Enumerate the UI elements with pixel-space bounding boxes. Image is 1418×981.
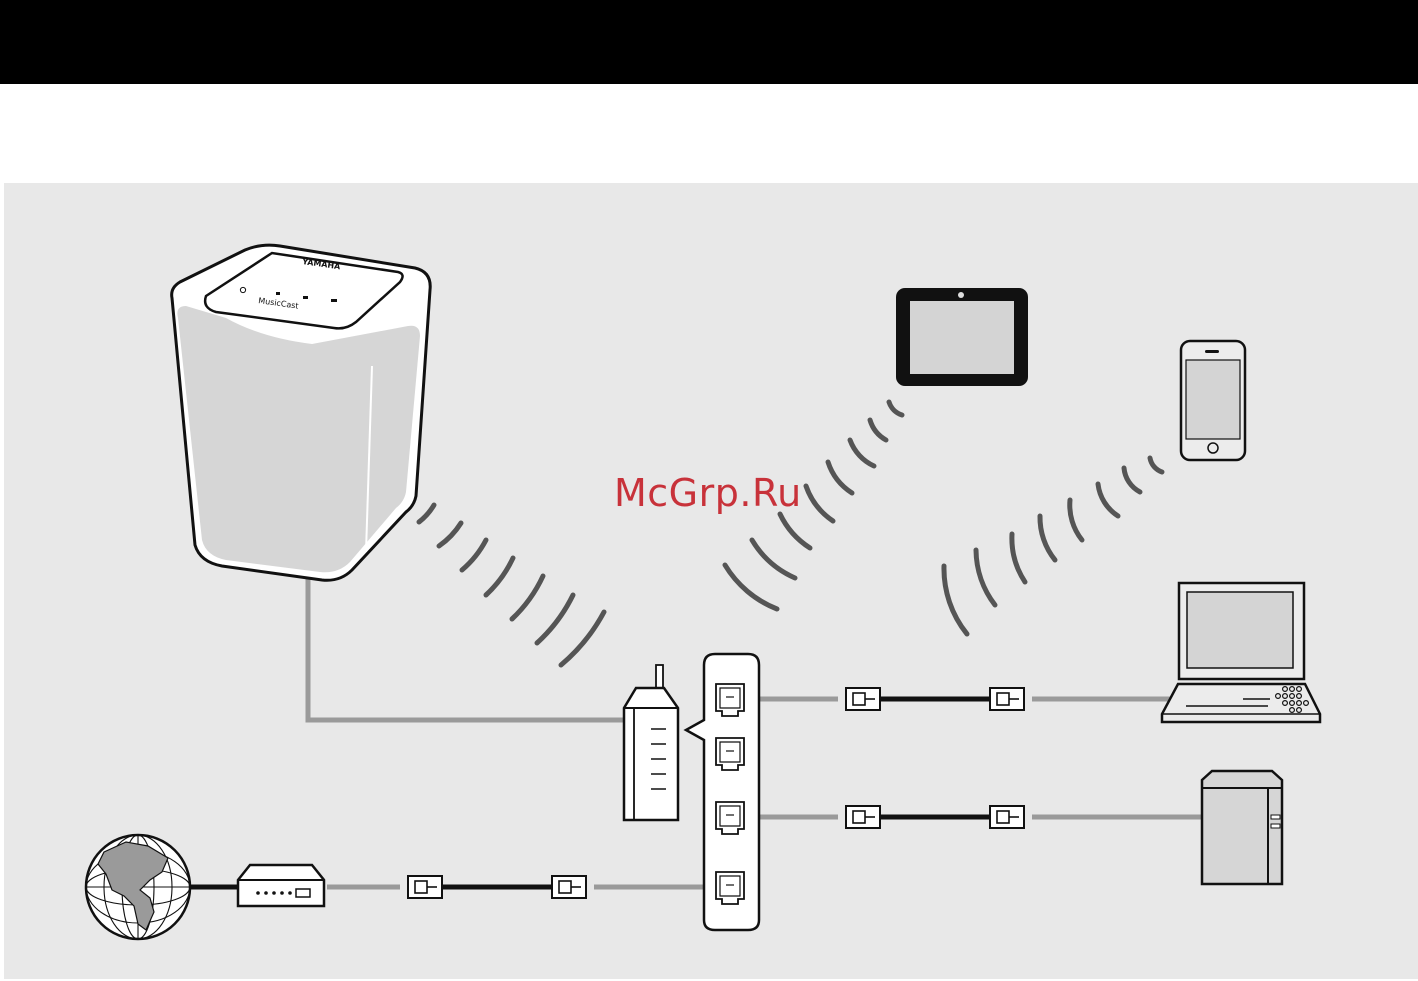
globe-icon — [86, 835, 190, 939]
rj45-plug-icon — [408, 876, 442, 898]
rj45-plug-icon — [846, 688, 880, 710]
wireless-speaker-icon: YAMAHA MusicCast — [172, 245, 431, 580]
phone-wifi-waves — [944, 458, 1162, 634]
wifi-waves — [419, 402, 1162, 665]
laptop-icon — [1162, 583, 1320, 722]
lan-port-icon — [716, 802, 744, 834]
lan-segments — [190, 699, 992, 887]
smartphone-icon — [1181, 341, 1245, 460]
rj45-plug-icon — [990, 806, 1024, 828]
lan-port-icon — [716, 738, 744, 770]
rj45-plug-icon — [846, 806, 880, 828]
rj45-plug-icon — [990, 688, 1024, 710]
lan-port-icon — [716, 684, 744, 716]
router-icon — [624, 665, 678, 820]
lan-port-icon — [716, 872, 744, 904]
speaker-wifi-waves — [419, 505, 604, 665]
tablet-icon — [896, 288, 1028, 386]
tablet-wifi-waves — [725, 402, 902, 609]
nas-icon — [1202, 771, 1282, 884]
modem-icon — [238, 865, 324, 906]
rj45-plug-icon — [552, 876, 586, 898]
